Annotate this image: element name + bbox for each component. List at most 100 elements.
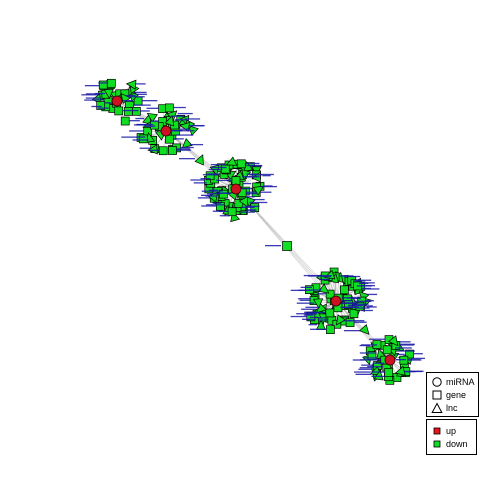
node-label [201,205,217,207]
gene-node [326,325,335,335]
node-label [361,364,374,366]
node-label [189,143,204,146]
gene-node [384,368,394,377]
node-label [175,134,194,136]
legend-label-lnc: lnc [446,403,458,413]
node-label [407,359,421,361]
node-label [296,313,313,315]
lnc-node [336,314,346,326]
node-label [305,306,320,308]
gene-node [165,134,174,144]
gene-node [120,116,130,126]
node-label [179,158,195,160]
node-label [150,120,159,122]
node-label [413,353,423,355]
lnc-node [164,115,175,127]
gene-node [138,134,148,144]
legend-item-down: down [431,438,468,450]
node-label [367,366,383,368]
lnc-node [225,156,238,166]
gene-node [340,285,349,295]
node-label [245,162,260,165]
node-label [398,343,415,345]
lnc-node [318,283,330,294]
node-label [216,192,231,194]
legend-label-gene: gene [446,390,467,400]
legend-item-lnc: lnc [431,402,458,414]
node-label [129,120,140,122]
node-label [395,347,412,349]
node-label [188,125,204,127]
node-label [317,319,328,321]
node-label [361,284,376,287]
node-label [212,202,222,204]
gene-node [227,207,237,217]
node-label [358,282,369,285]
mirna-hub-node [160,125,172,137]
node-label [135,83,146,85]
node-label [260,173,274,176]
node-label [216,179,232,181]
node-label [126,94,136,97]
node-label [135,117,145,120]
node-label [122,109,139,112]
gene-node [345,318,355,327]
node-label [365,300,374,302]
node-label [202,174,218,176]
lnc-node [388,335,399,347]
node-label [98,82,108,84]
gene-node [382,345,392,355]
node-label [136,93,147,95]
node-label [319,278,329,281]
node-label [84,85,100,87]
node-label [133,104,151,106]
node-label [298,298,312,300]
node-label [180,128,191,130]
node-label [310,328,327,330]
node-label [123,100,133,102]
node-label [213,190,223,192]
node-label [399,344,415,346]
lnc-node [394,365,406,376]
node-label [251,165,263,167]
node-label [245,193,258,195]
node-label [304,313,317,315]
node-label [190,179,205,181]
node-label [303,274,322,277]
node-label [136,136,146,138]
node-label [97,107,109,109]
node-label [133,91,147,94]
legend-shape-box: miRNA gene lnc [426,372,479,417]
node-label [172,130,182,132]
node-label [348,320,365,322]
node-label [127,96,145,98]
gene-node [349,309,359,319]
node-label [173,106,186,109]
legend-item-mirna: miRNA [431,376,475,388]
node-label [371,371,385,373]
lnc-node [358,323,370,335]
mirna-hubs-layer [111,95,396,366]
node-label [296,302,315,304]
node-label [201,194,211,196]
node-label [358,368,373,370]
mirna-hub-node [111,95,123,107]
node-label [368,338,386,340]
lnc-node [166,110,178,121]
node-label [241,206,255,208]
node-label [342,297,361,299]
node-label [179,130,195,132]
node-label [308,289,322,291]
node-label [211,166,227,169]
node-label [246,173,258,175]
node-label [193,182,207,184]
mirna-hub-node [330,295,342,307]
node-label [242,182,252,185]
gene-node [282,241,292,251]
node-label [249,201,268,204]
node-label [399,341,411,343]
legend-color-box: up down [426,419,477,455]
node-label [363,305,373,307]
node-label [206,204,225,206]
node-label [361,309,373,312]
